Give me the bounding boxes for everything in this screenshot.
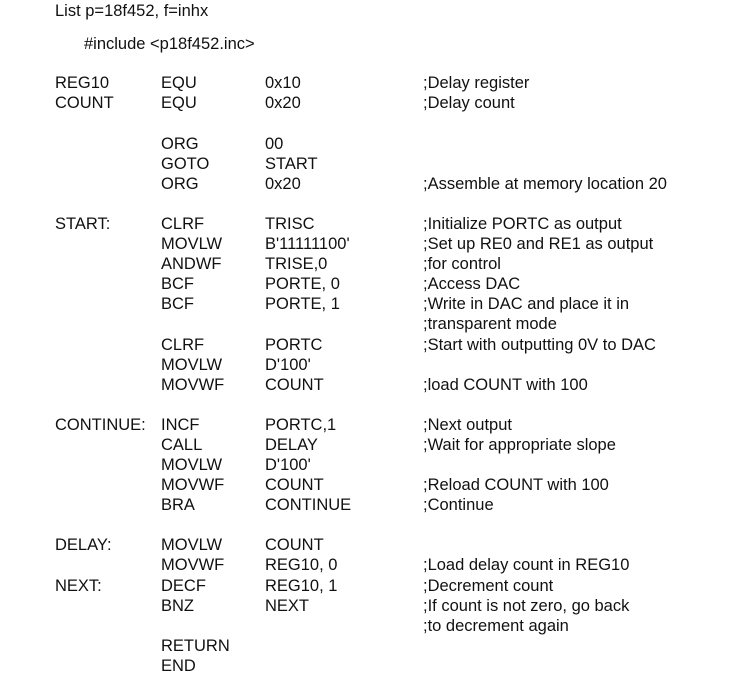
line-opcode: EQU — [161, 74, 197, 92]
line-opcode: CALL — [161, 436, 203, 454]
line-opcode: MOVLW — [161, 536, 223, 554]
line-comment: ;Set up RE0 and RE1 as output — [423, 235, 654, 253]
line-comment: ;Delay count — [423, 94, 515, 112]
line-operand: START — [265, 155, 318, 173]
line-comment: ;Continue — [423, 496, 494, 514]
line-opcode: MOVLW — [161, 356, 223, 374]
line-opcode: ORG — [161, 135, 199, 153]
line-operand: NEXT — [265, 597, 310, 615]
line-opcode: GOTO — [161, 155, 210, 173]
line-opcode: BRA — [161, 496, 195, 514]
line-operand: TRISE,0 — [265, 255, 328, 273]
line-label: CONTINUE: — [55, 416, 146, 434]
line-operand: PORTE, 1 — [265, 295, 340, 313]
line-comment: ;If count is not zero, go back — [423, 597, 630, 615]
line-operand: PORTE, 0 — [265, 275, 340, 293]
line-label: COUNT — [55, 94, 114, 112]
line-operand: D'100' — [265, 456, 311, 474]
line-operand: B'11111100' — [265, 235, 350, 253]
line-label: DELAY: — [55, 536, 112, 554]
line-comment: ;Write in DAC and place it in — [423, 295, 630, 313]
line-comment: ;Load delay count in REG10 — [423, 556, 630, 574]
line-operand: 0x10 — [265, 74, 301, 92]
line-operand: D'100' — [265, 356, 311, 374]
line-opcode: MOVWF — [161, 376, 225, 394]
line-operand: COUNT — [265, 536, 324, 554]
line-comment: ;transparent mode — [423, 315, 557, 333]
line-opcode: END — [161, 657, 196, 675]
line-opcode: MOVLW — [161, 456, 223, 474]
line-operand: REG10, 0 — [265, 556, 338, 574]
list-directive: List p=18f452, f=inhx — [55, 2, 209, 20]
line-operand: CONTINUE — [265, 496, 352, 514]
line-opcode: MOVWF — [161, 556, 225, 574]
line-opcode: EQU — [161, 94, 197, 112]
line-comment: ;Access DAC — [423, 275, 521, 293]
line-opcode: BCF — [161, 275, 194, 293]
line-opcode: CLRF — [161, 336, 205, 354]
line-opcode: MOVLW — [161, 235, 223, 253]
line-operand: COUNT — [265, 376, 324, 394]
line-operand: PORTC,1 — [265, 416, 337, 434]
line-operand: REG10, 1 — [265, 577, 338, 595]
line-opcode: RETURN — [161, 637, 230, 655]
line-operand: COUNT — [265, 476, 324, 494]
line-comment: ;for control — [423, 255, 501, 273]
line-label: REG10 — [55, 74, 110, 92]
line-label: START: — [55, 215, 111, 233]
line-opcode: BNZ — [161, 597, 194, 615]
line-comment: ;load COUNT with 100 — [423, 376, 588, 394]
line-opcode: DECF — [161, 577, 206, 595]
line-operand: DELAY — [265, 436, 318, 454]
line-opcode: BCF — [161, 295, 194, 313]
line-opcode: MOVWF — [161, 476, 225, 494]
line-opcode: ANDWF — [161, 255, 222, 273]
line-opcode: INCF — [161, 416, 200, 434]
line-operand: TRISC — [265, 215, 315, 233]
line-comment: ;Assemble at memory location 20 — [423, 175, 667, 193]
line-operand: 0x20 — [265, 94, 301, 112]
line-comment: ;Start with outputting 0V to DAC — [423, 336, 656, 354]
line-comment: ;Next output — [423, 416, 512, 434]
line-operand: PORTC — [265, 336, 323, 354]
line-comment: ;Decrement count — [423, 577, 554, 595]
line-comment: ;Wait for appropriate slope — [423, 436, 616, 454]
line-comment: ;Delay register — [423, 74, 530, 92]
line-opcode: ORG — [161, 175, 199, 193]
line-comment: ;Initialize PORTC as output — [423, 215, 622, 233]
line-opcode: CLRF — [161, 215, 205, 233]
line-operand: 00 — [265, 135, 284, 153]
line-comment: ;to decrement again — [423, 617, 569, 635]
line-comment: ;Reload COUNT with 100 — [423, 476, 609, 494]
line-label: NEXT: — [55, 577, 102, 595]
line-operand: 0x20 — [265, 175, 301, 193]
include-directive: #include <p18f452.inc> — [84, 35, 255, 53]
